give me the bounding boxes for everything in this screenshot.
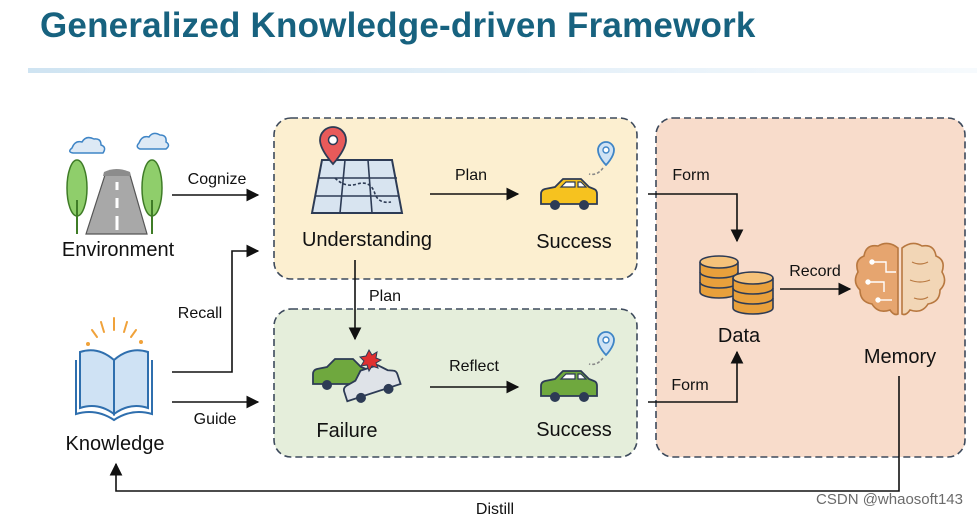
success-car-yellow-icon (540, 141, 615, 210)
form-arrow-top (648, 193, 744, 243)
brain-icon (854, 242, 946, 316)
recall-label: Recall (178, 305, 222, 322)
cognize-label: Cognize (188, 171, 247, 188)
knowledge-label: Knowledge (66, 433, 165, 455)
knowledge-icon (75, 317, 153, 422)
distill-arrow (109, 376, 900, 492)
guide-label: Guide (194, 411, 237, 428)
title-underline (28, 68, 977, 73)
failure-group-box (273, 308, 638, 458)
database-icon (699, 255, 774, 315)
environment-label: Environment (62, 239, 175, 261)
car-crash-icon (312, 348, 402, 403)
success-top-label: Success (536, 231, 612, 253)
failure-label: Failure (316, 420, 377, 442)
environment-icon (66, 132, 170, 235)
reflect-label: Reflect (449, 358, 499, 375)
success-bottom-label: Success (536, 419, 612, 441)
form-bottom-label: Form (671, 377, 708, 394)
memory-group-box (655, 117, 966, 458)
plan-down-label: Plan (369, 288, 401, 305)
distill-label: Distill (476, 501, 514, 518)
form-arrow-bottom (648, 350, 744, 403)
understanding-label: Understanding (302, 229, 432, 251)
plan-top-label: Plan (455, 167, 487, 184)
understanding-group-box (273, 117, 638, 280)
data-label: Data (718, 325, 761, 347)
watermark-text: CSDN @whaosoft143 (816, 491, 963, 508)
record-label: Record (789, 263, 841, 280)
form-top-label: Form (672, 167, 709, 184)
success-car-green-icon (540, 331, 615, 402)
page-title: Generalized Knowledge-driven Framework (40, 6, 756, 45)
memory-label: Memory (864, 346, 936, 368)
map-icon (310, 126, 404, 214)
recall-arrow (172, 244, 260, 373)
